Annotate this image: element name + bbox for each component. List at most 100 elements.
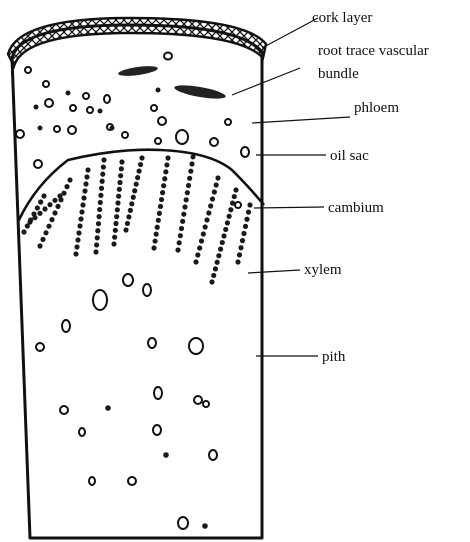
phloem-cell xyxy=(210,138,218,146)
xylem-dot xyxy=(117,180,122,185)
root-trace-label-line2: bundle xyxy=(318,66,359,82)
xylem-dot xyxy=(83,181,88,186)
phloem-cell xyxy=(68,126,76,134)
xylem-dot xyxy=(98,193,103,198)
phloem-dot xyxy=(38,126,43,131)
xylem-dot xyxy=(163,169,168,174)
xylem-dot xyxy=(116,194,121,199)
xylem-dot xyxy=(154,232,159,237)
xylem-dot xyxy=(101,157,106,162)
phloem-dot xyxy=(191,155,196,160)
xylem-dot xyxy=(223,227,228,232)
xylem-dot xyxy=(112,235,117,240)
xylem-dot xyxy=(160,190,165,195)
xylem-dot xyxy=(151,245,156,250)
xylem-dot xyxy=(135,175,140,180)
xylem-dot xyxy=(64,184,69,189)
xylem-dot xyxy=(95,228,100,233)
phloem-cell xyxy=(155,138,161,144)
xylem-dot xyxy=(97,207,102,212)
xylem-dot xyxy=(233,187,238,192)
xylem-dot xyxy=(37,243,42,248)
xylem-dot xyxy=(158,204,163,209)
pith-dot xyxy=(202,523,208,529)
xylem-dot xyxy=(74,244,79,249)
xylem-dot xyxy=(52,198,57,203)
xylem-dot xyxy=(96,214,101,219)
pith-cell xyxy=(128,477,136,485)
phloem-leader xyxy=(252,117,350,123)
xylem-leader xyxy=(248,270,300,273)
pith-cell xyxy=(123,274,133,286)
xylem-dot xyxy=(180,219,185,224)
phloem-cell xyxy=(34,160,42,168)
xylem-dot xyxy=(193,259,198,264)
xylem-dot xyxy=(81,195,86,200)
phloem-cell xyxy=(122,132,128,138)
xylem-dot xyxy=(78,216,83,221)
phloem-dot xyxy=(66,91,71,96)
xylem-dot xyxy=(213,266,218,271)
xylem-rays xyxy=(21,155,252,284)
xylem-dot xyxy=(218,247,223,252)
phloem-dot xyxy=(156,88,161,93)
xylem-dot xyxy=(77,223,82,228)
xylem-dot xyxy=(113,228,118,233)
pith-cell xyxy=(148,338,156,348)
xylem-dot xyxy=(165,155,170,160)
xylem-dot xyxy=(139,155,144,160)
pith-cell xyxy=(79,428,85,436)
xylem-dot xyxy=(152,238,157,243)
xylem-dot xyxy=(32,215,37,220)
phloem-cell xyxy=(158,117,166,125)
xylem-dot xyxy=(93,249,98,254)
xylem-dot xyxy=(186,183,191,188)
xylem-dot xyxy=(178,233,183,238)
pith-cell xyxy=(194,396,202,404)
xylem-dot xyxy=(75,237,80,242)
xylem-dot xyxy=(98,200,103,205)
cork-layer-label: cork layer xyxy=(312,10,372,26)
xylem-dot xyxy=(247,202,252,207)
xylem-dot xyxy=(21,229,26,234)
pith-cells xyxy=(36,274,217,529)
xylem-dot xyxy=(100,179,105,184)
phloem-cell xyxy=(83,93,89,99)
pith-cell xyxy=(36,343,44,351)
xylem-dot xyxy=(159,197,164,202)
xylem-dot xyxy=(128,208,133,213)
xylem-dot xyxy=(95,235,100,240)
xylem-dot xyxy=(125,221,130,226)
xylem-dot xyxy=(37,211,42,216)
phloem-cell xyxy=(87,107,93,113)
xylem-dot xyxy=(126,214,131,219)
xylem-dot xyxy=(49,217,54,222)
pith-cell xyxy=(89,477,95,485)
xylem-dot xyxy=(216,253,221,258)
xylem-dot xyxy=(206,210,211,215)
phloem-cell xyxy=(151,105,157,111)
xylem-dot xyxy=(27,219,32,224)
root-trace-leader xyxy=(232,68,300,95)
xylem-dot xyxy=(221,233,226,238)
pith-cell xyxy=(93,290,107,310)
phloem-dot xyxy=(98,109,103,114)
xylem-dot xyxy=(197,245,202,250)
xylem-dot xyxy=(80,202,85,207)
phloem-cell xyxy=(235,202,241,208)
xylem-dot xyxy=(225,220,230,225)
oil-sac-label: oil sac xyxy=(330,148,369,164)
xylem-label: xylem xyxy=(304,262,342,278)
phloem-cell xyxy=(70,105,76,111)
xylem-dot xyxy=(195,252,200,257)
phloem-dot xyxy=(110,126,115,131)
xylem-dot xyxy=(185,190,190,195)
xylem-dot xyxy=(235,259,240,264)
xylem-dot xyxy=(84,174,89,179)
xylem-dot xyxy=(134,182,139,187)
phloem-label: phloem xyxy=(354,100,399,116)
xylem-dot xyxy=(162,176,167,181)
xylem-dot xyxy=(209,279,214,284)
cambium-label: cambium xyxy=(328,200,384,216)
